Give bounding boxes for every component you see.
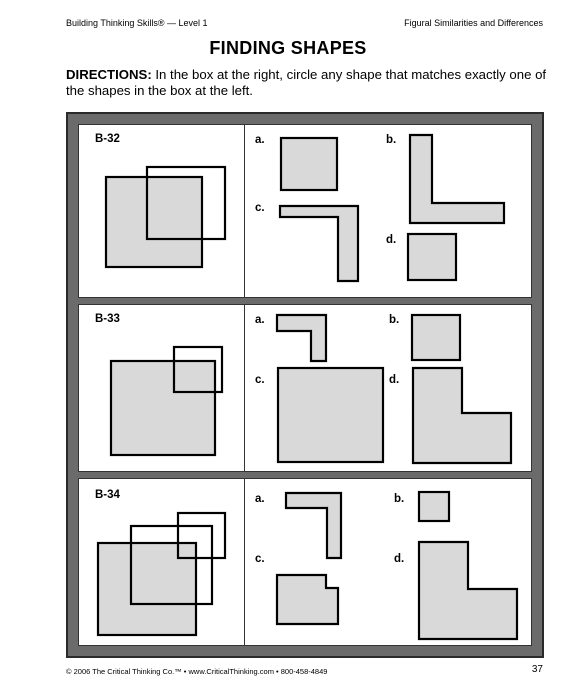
- b32-option-a-shape[interactable]: [279, 136, 339, 192]
- b33-source-square-large: [109, 359, 217, 457]
- b34-source-square-small: [176, 511, 227, 560]
- b34-option-d-shape[interactable]: [417, 540, 519, 641]
- b33-option-b-shape[interactable]: [410, 313, 462, 362]
- b32-option-b-shape[interactable]: [408, 133, 506, 225]
- option-label: a.: [255, 493, 265, 505]
- option-label: d.: [394, 553, 405, 565]
- option-label: d.: [389, 374, 400, 386]
- page-title: FINDING SHAPES: [209, 38, 367, 58]
- header-book-title: Building Thinking Skills® — Level 1: [66, 18, 208, 28]
- option-label: b.: [394, 493, 405, 505]
- b34-source-square-middle: [129, 524, 214, 606]
- problem-b34-shapes: [96, 490, 519, 641]
- b34-option-c-shape[interactable]: [275, 573, 340, 626]
- b34-option-a-shape[interactable]: [284, 491, 343, 560]
- option-label: d.: [386, 234, 397, 246]
- problem-b32-shapes: [104, 133, 506, 283]
- problem-id: B-34: [95, 489, 120, 501]
- b32-source-square-front: [145, 165, 227, 241]
- problem-id: B-32: [95, 133, 120, 145]
- b34-source-square-large: [96, 541, 198, 637]
- problem-b34: B-34 a. b. c. d.: [78, 478, 532, 646]
- b34-option-b-shape[interactable]: [417, 490, 451, 523]
- b33-option-a-shape[interactable]: [275, 313, 328, 363]
- option-label: c.: [255, 202, 265, 214]
- problem-b33-shapes: [109, 313, 513, 465]
- page-number: 37: [531, 664, 543, 675]
- b33-source-square-small: [172, 345, 224, 394]
- directions: DIRECTIONS: In the box at the right, cir…: [66, 67, 556, 99]
- section-divider: [244, 479, 245, 645]
- option-label: b.: [386, 134, 397, 146]
- b32-option-d-shape[interactable]: [406, 232, 458, 282]
- footer-copyright: © 2006 The Critical Thinking Co.™ • www.…: [66, 667, 328, 676]
- problem-id: B-33: [95, 313, 120, 325]
- exercise-panel: B-32 a. b. c. d. B-33: [66, 112, 544, 658]
- b33-option-c-shape[interactable]: [276, 366, 385, 464]
- section-divider: [244, 125, 245, 297]
- header-section-title: Figural Similarities and Differences: [404, 18, 543, 28]
- b32-source-square-back: [104, 175, 204, 269]
- directions-label: DIRECTIONS:: [66, 67, 152, 82]
- directions-text: In the box at the right, circle any shap…: [66, 67, 547, 98]
- problem-b32: B-32 a. b. c. d.: [78, 124, 532, 298]
- b33-option-d-shape[interactable]: [411, 366, 513, 465]
- option-label: c.: [255, 374, 265, 386]
- problem-b33: B-33 a. b. c. d.: [78, 304, 532, 472]
- b32-option-c-shape[interactable]: [278, 204, 360, 283]
- option-label: a.: [255, 134, 265, 146]
- option-label: a.: [255, 314, 265, 326]
- option-label: b.: [389, 314, 400, 326]
- section-divider: [244, 305, 245, 471]
- option-label: c.: [255, 553, 265, 565]
